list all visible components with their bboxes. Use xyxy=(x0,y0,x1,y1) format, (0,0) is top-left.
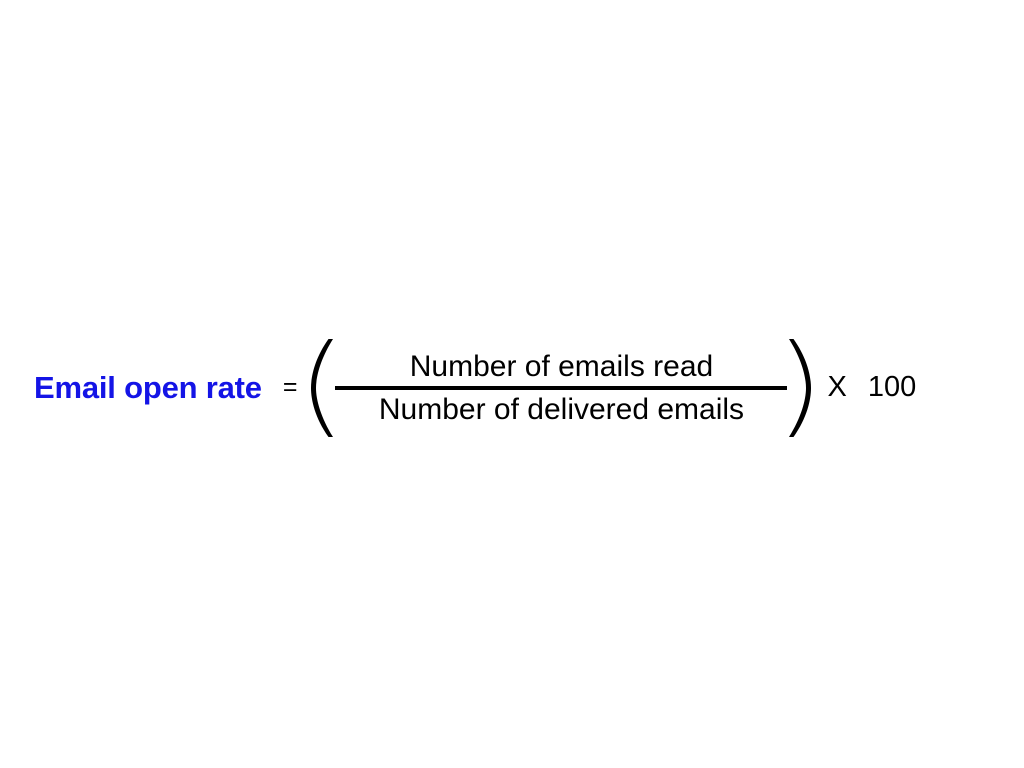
close-paren-icon xyxy=(785,338,812,438)
fraction-numerator: Number of emails read xyxy=(409,349,714,383)
multiply-sign: X xyxy=(827,371,847,403)
fraction: Number of emails read Number of delivere… xyxy=(335,349,788,428)
metric-label: Email open rate xyxy=(34,369,262,405)
multiplier-value: 100 xyxy=(867,371,917,403)
formula-container: Email open rate = Number of emails read … xyxy=(0,332,1024,444)
open-paren-icon xyxy=(311,338,337,438)
parenthesized-fraction: Number of emails read Number of delivere… xyxy=(311,338,812,438)
equals-sign: = xyxy=(282,372,298,401)
fraction-denominator: Number of delivered emails xyxy=(378,393,745,426)
fraction-bar xyxy=(335,386,788,390)
